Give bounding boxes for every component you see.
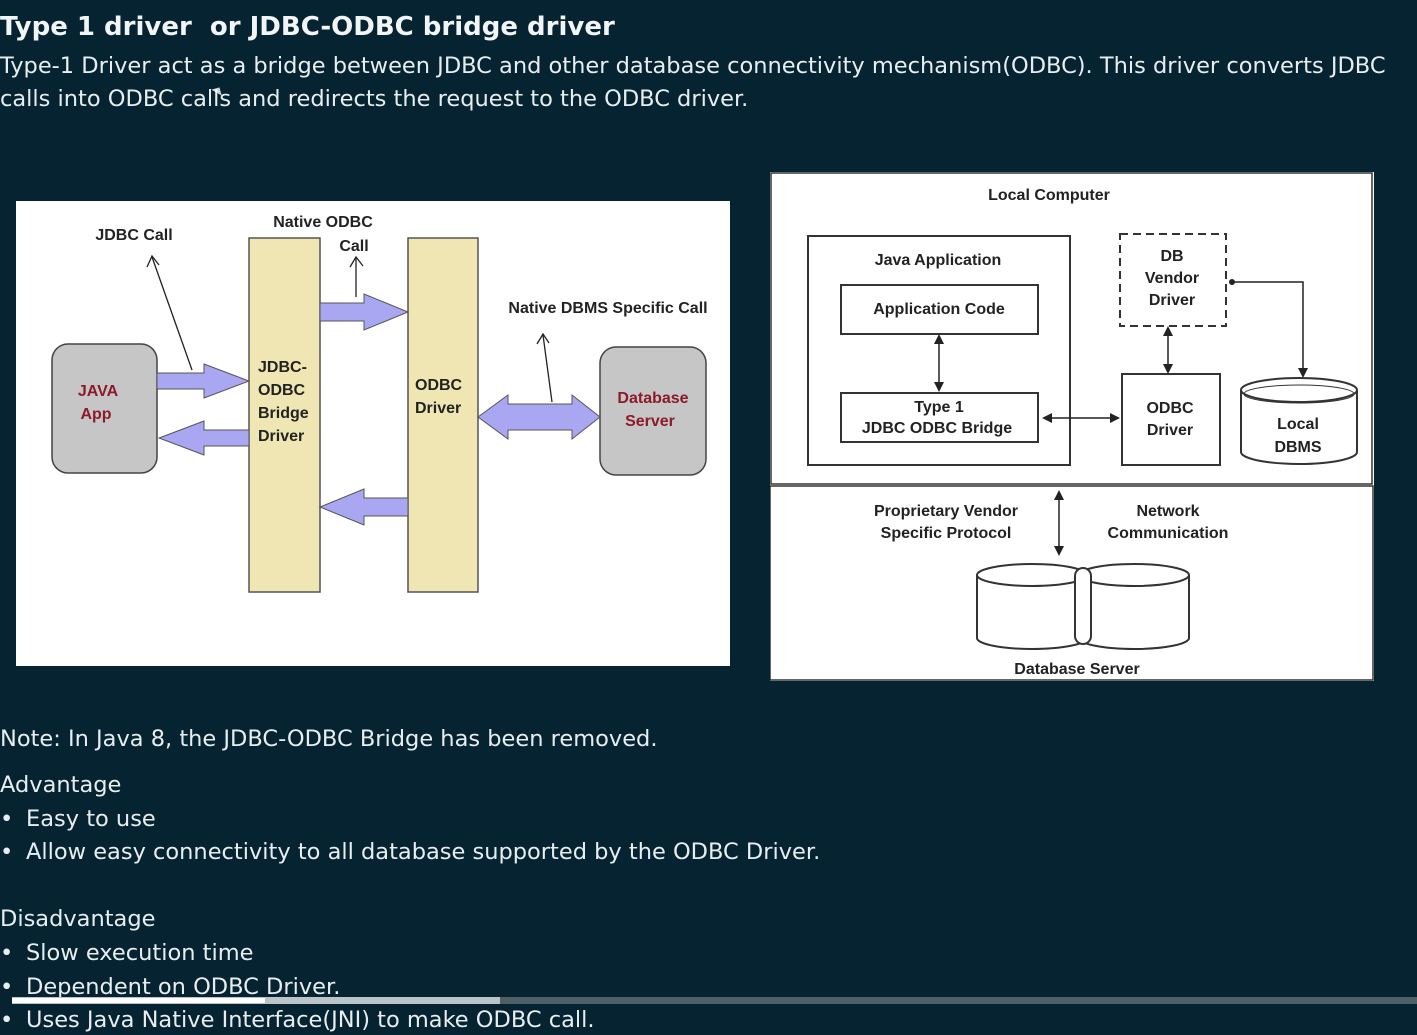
bridge-label-3: Bridge bbox=[258, 405, 309, 422]
database-server-cylinder bbox=[1074, 567, 1092, 645]
local-dbms-label-2: DBMS bbox=[1274, 439, 1321, 456]
disadvantage-item-text: Uses Java Native Interface(JNI) to make … bbox=[26, 1007, 595, 1033]
bridge-driver-box bbox=[248, 237, 321, 593]
proprietary-label-2: Specific Protocol bbox=[881, 525, 1012, 542]
intro-paragraph: Type-1 Driver act as a bridge between JD… bbox=[0, 53, 1386, 112]
list-item: • Uses Java Native Interface(JNI) to make… bbox=[0, 1007, 595, 1033]
jdbc-call-label: JDBC Call bbox=[95, 227, 172, 244]
bullet-icon: • bbox=[0, 839, 14, 865]
db-server-label: Database bbox=[617, 390, 688, 407]
odbc-driver-box bbox=[407, 237, 479, 593]
odbc-driver-label-2: Driver bbox=[415, 400, 461, 417]
advantage-item-text: Easy to use bbox=[26, 806, 156, 832]
bullet-icon: • bbox=[0, 940, 14, 966]
database-server-label: Database Server bbox=[1014, 661, 1139, 678]
type1-label-2: JDBC ODBC Bridge bbox=[862, 420, 1012, 437]
bullet-icon: • bbox=[0, 806, 14, 832]
odbc-driver-label: ODBC bbox=[415, 377, 463, 394]
local-dbms-cylinder bbox=[1240, 390, 1358, 465]
local-computer-label: Local Computer bbox=[988, 187, 1110, 204]
odbc-driver-right-label: ODBC bbox=[1146, 400, 1194, 417]
local-computer-diagram: Local Computer Java Application Applicat… bbox=[770, 172, 1374, 681]
bullet-icon: • bbox=[0, 1007, 14, 1033]
db-vendor-driver-box bbox=[1119, 233, 1227, 327]
proprietary-label-1: Proprietary Vendor bbox=[874, 503, 1018, 520]
bridge-label-4: Driver bbox=[258, 428, 304, 445]
type1-label: Type 1 bbox=[914, 399, 964, 416]
bridge-to-odbc-arrow bbox=[319, 293, 410, 331]
odbc-db-double-arrow bbox=[477, 393, 601, 441]
played-progress bbox=[12, 998, 265, 1003]
page-title: Type 1 driver or JDBC-ODBC bridge driver bbox=[0, 12, 615, 42]
list-item: • Slow execution time bbox=[0, 940, 253, 966]
advantage-item-text: Allow easy connectivity to all database … bbox=[26, 839, 821, 865]
odbc-driver-right-box bbox=[1121, 373, 1221, 466]
list-item: • Dependent on ODBC Driver. bbox=[0, 974, 340, 1000]
odbc-driver-right-label-2: Driver bbox=[1147, 422, 1193, 439]
application-code-label: Application Code bbox=[873, 301, 1005, 318]
jdbc-odbc-architecture-diagram: JDBC Call Native ODBC Call Native DBMS S… bbox=[16, 201, 730, 666]
database-server-box bbox=[599, 346, 707, 476]
native-odbc-call-label-2: Call bbox=[339, 238, 368, 255]
db-server-label-2: Server bbox=[625, 413, 675, 430]
local-dbms-label: Local bbox=[1277, 416, 1319, 433]
bullet-icon: • bbox=[0, 974, 14, 1000]
video-progress-bar[interactable] bbox=[12, 997, 1417, 1004]
db-vendor-label-2: Vendor bbox=[1145, 270, 1199, 287]
java-app-box bbox=[51, 343, 158, 474]
java-application-label: Java Application bbox=[875, 252, 1002, 269]
bridge-to-app-arrow bbox=[157, 420, 250, 456]
java8-note: Note: In Java 8, the JDBC-ODBC Bridge ha… bbox=[0, 726, 658, 752]
list-item: • Allow easy connectivity to all database… bbox=[0, 839, 820, 865]
disadvantage-heading: Disadvantage bbox=[0, 906, 156, 932]
advantage-heading: Advantage bbox=[0, 772, 122, 798]
bridge-label-2: ODBC bbox=[258, 382, 306, 399]
java-app-label: JAVA bbox=[78, 383, 119, 400]
network-label-2: Communication bbox=[1108, 525, 1229, 542]
list-item: • Easy to use bbox=[0, 806, 156, 832]
disadvantage-item-text: Dependent on ODBC Driver. bbox=[26, 974, 341, 1000]
java-app-label-2: App bbox=[80, 406, 111, 423]
native-odbc-call-label: Native ODBC bbox=[273, 214, 373, 231]
db-vendor-label-3: Driver bbox=[1149, 292, 1195, 309]
odbc-to-bridge-arrow bbox=[318, 488, 409, 526]
native-dbms-call-label: Native DBMS Specific Call bbox=[508, 300, 707, 317]
db-vendor-label-1: DB bbox=[1160, 248, 1183, 265]
application-code-box bbox=[840, 284, 1039, 335]
disadvantage-item-text: Slow execution time bbox=[26, 940, 254, 966]
network-label-1: Network bbox=[1136, 503, 1199, 520]
app-to-bridge-arrow bbox=[156, 363, 251, 399]
type1-bridge-box bbox=[840, 392, 1039, 443]
bridge-label-1: JDBC- bbox=[258, 359, 307, 376]
